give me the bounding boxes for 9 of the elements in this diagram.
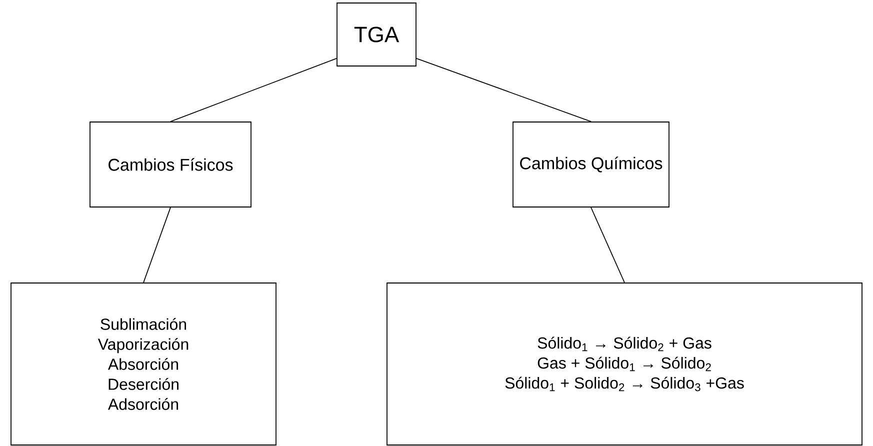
category-box: Cambios Físicos <box>90 122 252 208</box>
category-box: Cambios Químicos <box>512 122 670 208</box>
connector-line <box>590 207 625 283</box>
root-box: TGA <box>336 2 416 66</box>
connector-line <box>170 58 337 122</box>
list-box: Sublimación Vaporización Absorción Deserción Adsorción <box>10 282 276 446</box>
connector-line <box>416 58 592 122</box>
list-box: Sólido$_{1}$ → Sólido$_{2}$ + Gas Gas + Sólido$_{1}$ → Sólido$_{2}$ Sólido$_{1}$ + Solido$_{2}$ → Sólido$_{3}$ +Gas <box>386 282 862 446</box>
connector-line <box>143 207 171 283</box>
